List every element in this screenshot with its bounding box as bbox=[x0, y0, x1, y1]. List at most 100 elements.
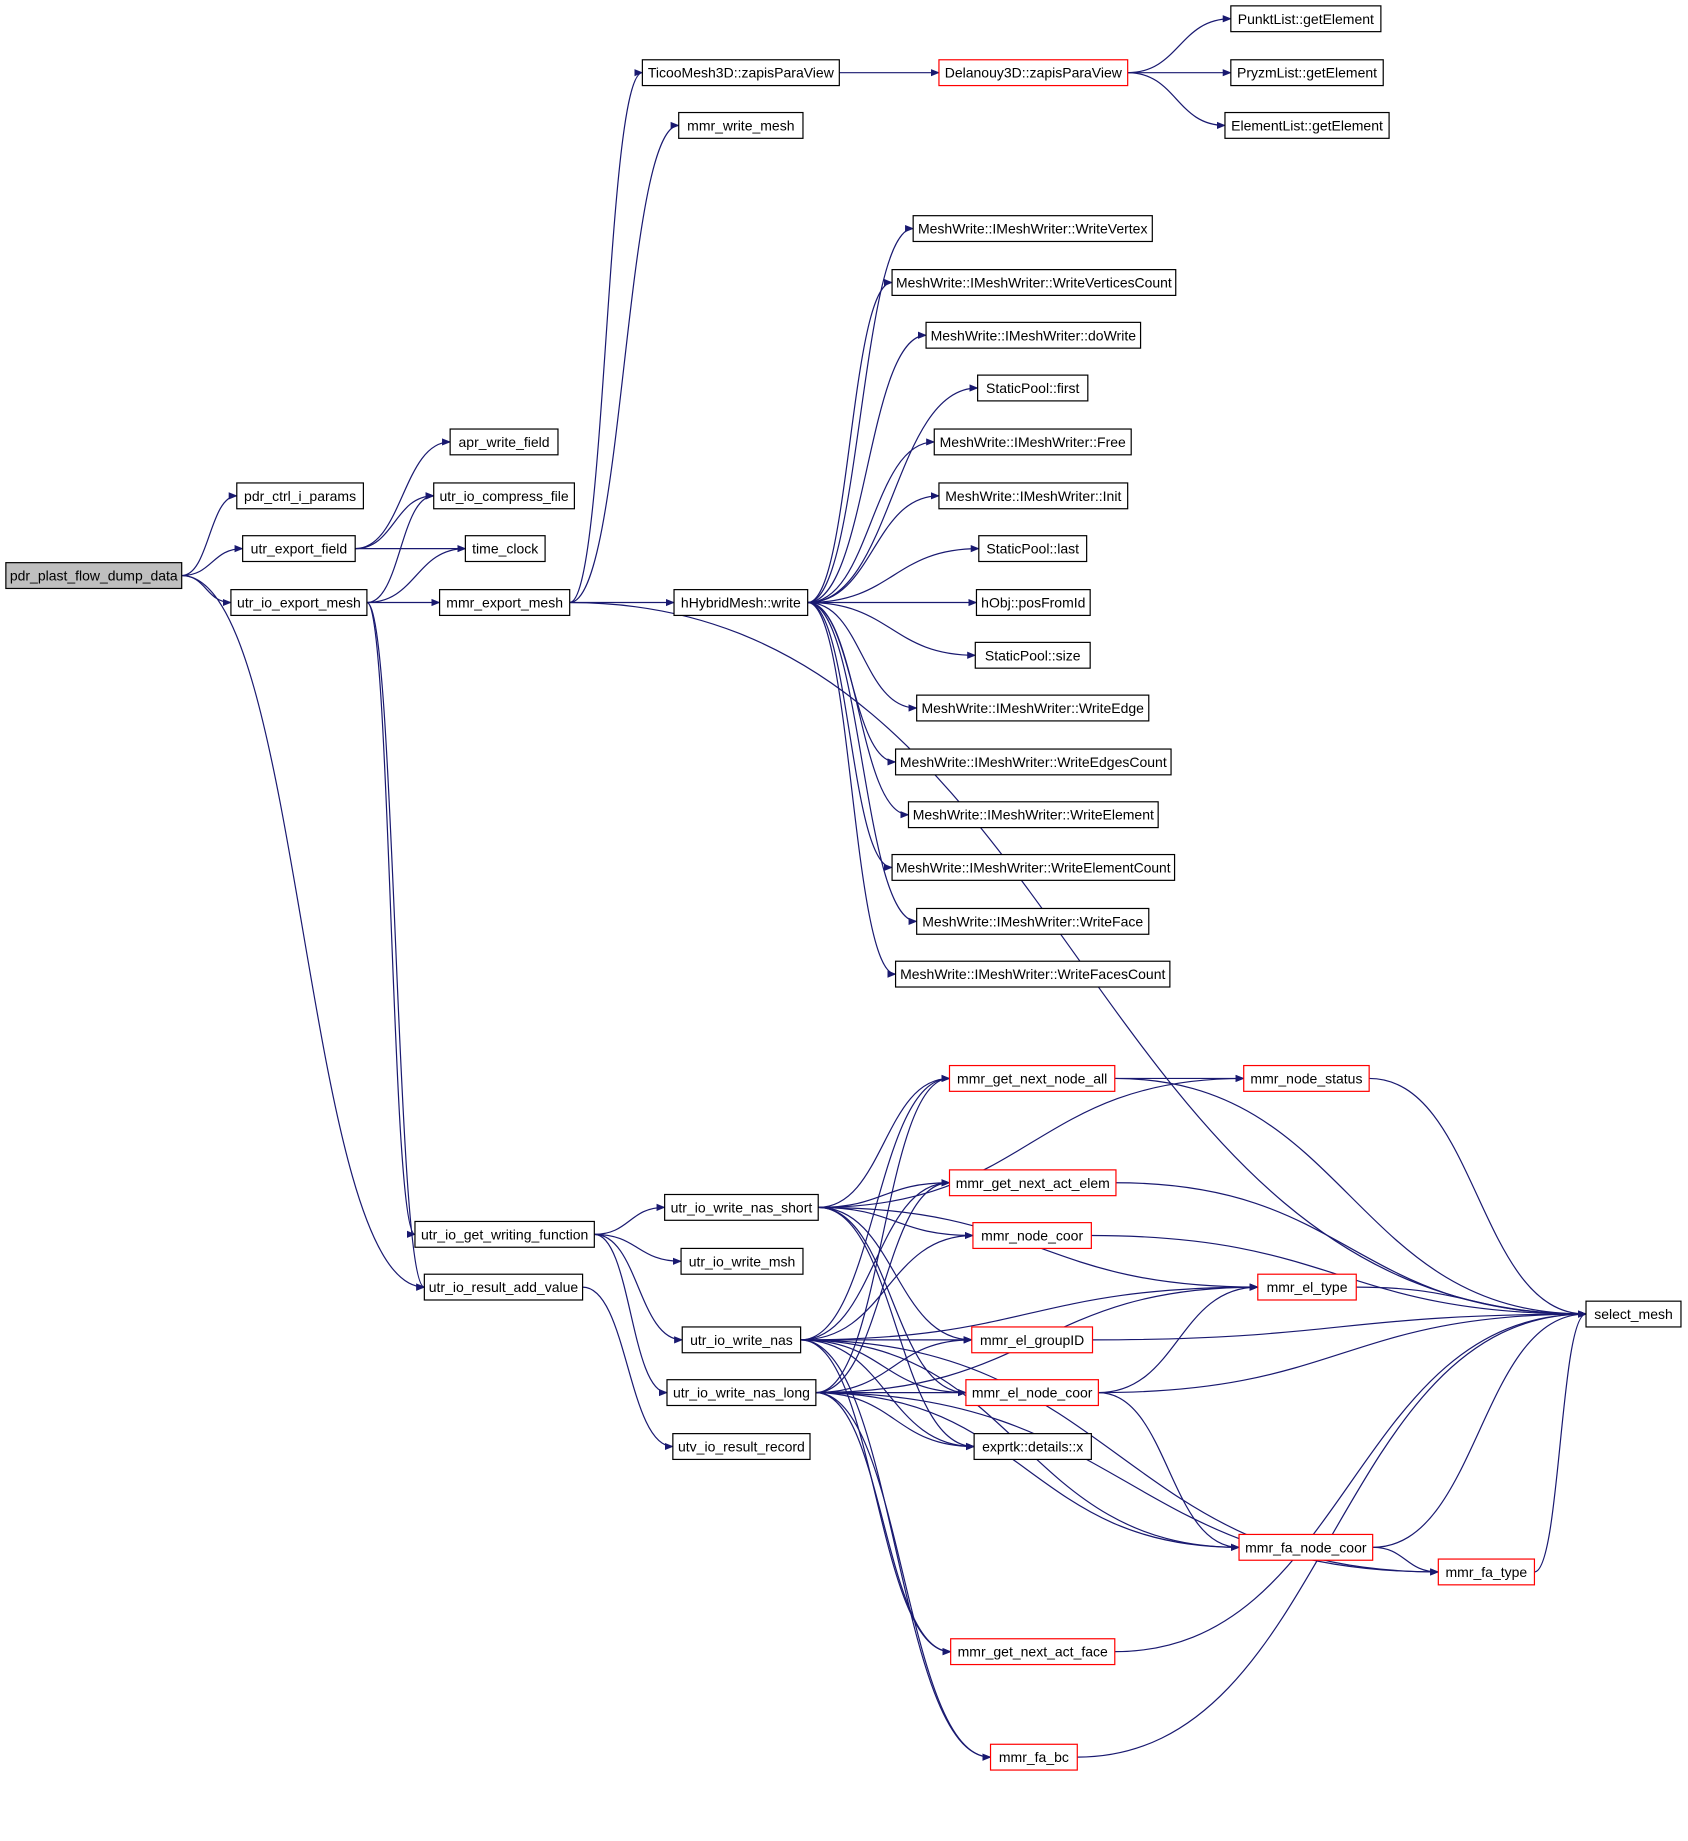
node-box[interactable] bbox=[933, 428, 1132, 456]
node-box[interactable] bbox=[236, 482, 364, 510]
node-box[interactable] bbox=[978, 535, 1088, 563]
node-box[interactable] bbox=[891, 853, 1176, 881]
node-utr-io-compress-file[interactable]: utr_io_compress_file bbox=[433, 482, 575, 510]
node-utr-io-export-mesh[interactable]: utr_io_export_mesh bbox=[230, 589, 368, 617]
node-box[interactable] bbox=[664, 1193, 819, 1221]
node-fa-bc[interactable]: mmr_fa_bc bbox=[989, 1743, 1078, 1771]
node-write-nas[interactable]: utr_io_write_nas bbox=[681, 1326, 802, 1354]
node-el-node-coor[interactable]: mmr_el_node_coor bbox=[965, 1379, 1099, 1407]
node-w-face[interactable]: MeshWrite::IMeshWriter::WriteFace bbox=[916, 907, 1150, 935]
node-sp-last[interactable]: StaticPool::last bbox=[978, 535, 1088, 563]
node-next-act-face[interactable]: mmr_get_next_act_face bbox=[950, 1638, 1116, 1666]
node-box[interactable] bbox=[673, 589, 809, 617]
node-select-mesh[interactable]: select_mesh bbox=[1585, 1300, 1682, 1328]
node-box[interactable] bbox=[974, 641, 1091, 669]
node-el-groupid[interactable]: mmr_el_groupID bbox=[971, 1326, 1094, 1354]
node-nas-long[interactable]: utr_io_write_nas_long bbox=[666, 1379, 817, 1407]
node-hhybrid[interactable]: hHybridMesh::write bbox=[673, 589, 809, 617]
node-write-msh[interactable]: utr_io_write_msh bbox=[680, 1247, 804, 1275]
node-box[interactable] bbox=[1238, 1533, 1374, 1561]
node-fa-type[interactable]: mmr_fa_type bbox=[1437, 1558, 1536, 1586]
node-box[interactable] bbox=[242, 535, 356, 563]
node-w-vertex[interactable]: MeshWrite::IMeshWriter::WriteVertex bbox=[912, 215, 1153, 243]
node-box[interactable] bbox=[1437, 1558, 1536, 1586]
node-exprtk[interactable]: exprtk::details::x bbox=[973, 1433, 1092, 1461]
node-box[interactable] bbox=[433, 482, 575, 510]
node-root[interactable]: pdr_plast_flow_dump_data bbox=[5, 562, 183, 590]
node-box[interactable] bbox=[1243, 1064, 1370, 1092]
node-get-wf[interactable]: utr_io_get_writing_function bbox=[414, 1220, 595, 1248]
node-mmr-write-mesh[interactable]: mmr_write_mesh bbox=[678, 111, 804, 139]
node-ticoo[interactable]: TicooMesh3D::zapisParaView bbox=[641, 59, 840, 87]
node-box[interactable] bbox=[916, 694, 1150, 722]
node-box[interactable] bbox=[438, 589, 571, 617]
node-box[interactable] bbox=[948, 1064, 1116, 1092]
node-hobj[interactable]: hObj::posFromId bbox=[975, 589, 1091, 617]
node-box[interactable] bbox=[414, 1220, 595, 1248]
node-box[interactable] bbox=[891, 269, 1177, 297]
node-node-coor[interactable]: mmr_node_coor bbox=[972, 1222, 1092, 1250]
node-box[interactable] bbox=[449, 428, 559, 456]
node-box[interactable] bbox=[971, 1326, 1094, 1354]
node-box[interactable] bbox=[1230, 59, 1384, 87]
node-box[interactable] bbox=[641, 59, 840, 87]
node-box[interactable] bbox=[680, 1247, 804, 1275]
node-pryzm[interactable]: PryzmList::getElement bbox=[1230, 59, 1384, 87]
node-box[interactable] bbox=[989, 1743, 1078, 1771]
node-box[interactable] bbox=[1230, 5, 1382, 33]
node-box[interactable] bbox=[1257, 1273, 1357, 1301]
node-w-dowrite[interactable]: MeshWrite::IMeshWriter::doWrite bbox=[925, 321, 1142, 349]
node-w-free[interactable]: MeshWrite::IMeshWriter::Free bbox=[933, 428, 1132, 456]
node-w-element[interactable]: MeshWrite::IMeshWriter::WriteElement bbox=[907, 801, 1159, 829]
node-w-vcount[interactable]: MeshWrite::IMeshWriter::WriteVerticesCou… bbox=[891, 269, 1177, 297]
node-box[interactable] bbox=[464, 535, 546, 563]
node-delanouy[interactable]: Delanouy3D::zapisParaView bbox=[938, 59, 1129, 87]
node-box[interactable] bbox=[678, 111, 804, 139]
node-utv-record[interactable]: utv_io_result_record bbox=[672, 1433, 811, 1461]
node-node-status[interactable]: mmr_node_status bbox=[1243, 1064, 1370, 1092]
node-next-node-all[interactable]: mmr_get_next_node_all bbox=[948, 1064, 1116, 1092]
node-box[interactable] bbox=[973, 1433, 1092, 1461]
node-box[interactable] bbox=[1224, 111, 1390, 139]
node-box[interactable] bbox=[912, 215, 1153, 243]
node-box[interactable] bbox=[938, 482, 1129, 510]
node-box[interactable] bbox=[230, 589, 368, 617]
node-box[interactable] bbox=[894, 748, 1172, 776]
node-box[interactable] bbox=[423, 1273, 584, 1301]
node-nas-short[interactable]: utr_io_write_nas_short bbox=[664, 1193, 819, 1221]
node-box[interactable] bbox=[965, 1379, 1099, 1407]
node-box[interactable] bbox=[925, 321, 1142, 349]
node-mmr-export-mesh[interactable]: mmr_export_mesh bbox=[438, 589, 571, 617]
node-w-fcount[interactable]: MeshWrite::IMeshWriter::WriteFacesCount bbox=[894, 960, 1171, 988]
node-w-ecount[interactable]: MeshWrite::IMeshWriter::WriteEdgesCount bbox=[894, 748, 1172, 776]
node-w-elcount[interactable]: MeshWrite::IMeshWriter::WriteElementCoun… bbox=[891, 853, 1176, 881]
node-box[interactable] bbox=[916, 907, 1150, 935]
node-box[interactable] bbox=[5, 562, 183, 590]
node-el-type[interactable]: mmr_el_type bbox=[1257, 1273, 1357, 1301]
node-w-init[interactable]: MeshWrite::IMeshWriter::Init bbox=[938, 482, 1129, 510]
node-box[interactable] bbox=[666, 1379, 817, 1407]
node-box[interactable] bbox=[977, 374, 1089, 402]
node-box[interactable] bbox=[950, 1638, 1116, 1666]
node-time-clock[interactable]: time_clock bbox=[464, 535, 546, 563]
node-element[interactable]: ElementList::getElement bbox=[1224, 111, 1390, 139]
node-box[interactable] bbox=[948, 1169, 1117, 1197]
node-w-edge[interactable]: MeshWrite::IMeshWriter::WriteEdge bbox=[916, 694, 1150, 722]
node-pdr-ctrl[interactable]: pdr_ctrl_i_params bbox=[236, 482, 364, 510]
node-next-act-elem[interactable]: mmr_get_next_act_elem bbox=[948, 1169, 1117, 1197]
node-box[interactable] bbox=[672, 1433, 811, 1461]
node-add-value[interactable]: utr_io_result_add_value bbox=[423, 1273, 584, 1301]
node-box[interactable] bbox=[938, 59, 1129, 87]
node-utr-export-field[interactable]: utr_export_field bbox=[242, 535, 356, 563]
node-box[interactable] bbox=[907, 801, 1159, 829]
node-fa-node-coor[interactable]: mmr_fa_node_coor bbox=[1238, 1533, 1374, 1561]
node-punkt[interactable]: PunktList::getElement bbox=[1230, 5, 1382, 33]
node-box[interactable] bbox=[894, 960, 1171, 988]
node-apr-write-field[interactable]: apr_write_field bbox=[449, 428, 559, 456]
node-box[interactable] bbox=[975, 589, 1091, 617]
node-sp-first[interactable]: StaticPool::first bbox=[977, 374, 1089, 402]
node-box[interactable] bbox=[681, 1326, 802, 1354]
node-sp-size[interactable]: StaticPool::size bbox=[974, 641, 1091, 669]
node-box[interactable] bbox=[972, 1222, 1092, 1250]
node-box[interactable] bbox=[1585, 1300, 1682, 1328]
